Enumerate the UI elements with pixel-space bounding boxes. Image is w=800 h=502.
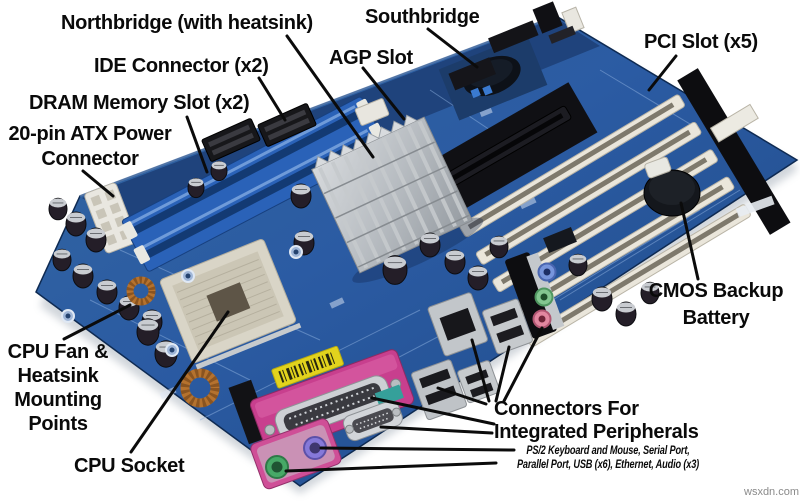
mounting-hole-center bbox=[169, 347, 175, 353]
bios-chip bbox=[543, 226, 577, 254]
leader-line-audio-jacks bbox=[502, 326, 544, 403]
audio-jacks bbox=[532, 262, 557, 329]
label-northbridge: Northbridge (with heatsink) bbox=[61, 12, 313, 34]
atx-power-connector bbox=[84, 182, 138, 254]
leader-line-usb-ports-right bbox=[494, 345, 511, 403]
usb-ports-right bbox=[482, 298, 533, 355]
leader-line-agp-slot bbox=[361, 66, 406, 121]
label-cpu-fan-line4: Points bbox=[28, 413, 88, 435]
leader-line-pci-slots bbox=[647, 54, 678, 92]
leader-line-southbridge-chip bbox=[426, 27, 479, 69]
label-connectors-line2: Integrated Peripherals bbox=[494, 421, 699, 443]
io-cluster bbox=[228, 252, 565, 490]
label-connectors-line1: Connectors For bbox=[494, 398, 639, 420]
label-atx-power-line1: 20-pin ATX Power bbox=[8, 123, 172, 145]
fan-header bbox=[354, 98, 390, 126]
label-periph-line1: PS/2 Keyboard and Mouse, Serial Port, bbox=[526, 445, 690, 457]
label-periph-line2: Parallel Port, USB (x6), Ethernet, Audio… bbox=[516, 458, 700, 471]
label-ide-connector: IDE Connector (x2) bbox=[94, 55, 269, 77]
label-cpu-socket: CPU Socket bbox=[74, 455, 185, 477]
label-integrated-peripherals: Connectors For Integrated Peripherals bbox=[494, 398, 699, 444]
label-southbridge: Southbridge bbox=[365, 6, 480, 28]
leader-line-parallel-port bbox=[370, 396, 496, 426]
leader-line-ide-connectors bbox=[257, 76, 287, 122]
leader-lines bbox=[62, 27, 700, 473]
label-atx-power: 20-pin ATX Power Connector bbox=[2, 122, 178, 172]
leader-line-northbridge-heatsink bbox=[285, 34, 375, 159]
label-pci-slot: PCI Slot (x5) bbox=[644, 31, 758, 53]
label-agp-slot: AGP Slot bbox=[329, 47, 413, 69]
mounting-hole-center bbox=[293, 249, 299, 255]
serial-port bbox=[342, 384, 404, 442]
top-pin-headers bbox=[448, 1, 585, 99]
watermark: wsxdn.com bbox=[744, 486, 800, 498]
leader-line-ethernet-port bbox=[470, 338, 491, 403]
label-cmos-line1: CMOS Backup bbox=[648, 280, 784, 302]
usb-ethernet-stack bbox=[411, 292, 533, 421]
capacitors bbox=[48, 160, 660, 368]
label-cmos-battery: CMOS Backup Battery bbox=[640, 278, 792, 332]
cpu-fan-mounting bbox=[61, 245, 303, 357]
dram-slots bbox=[121, 96, 388, 272]
label-cpu-fan-line3: Mounting bbox=[14, 389, 102, 411]
mounting-hole-center bbox=[185, 273, 191, 279]
cpu-socket bbox=[159, 239, 302, 370]
leader-line-ps2-green bbox=[284, 461, 498, 473]
label-cpu-fan-line2: Heatsink bbox=[17, 365, 99, 387]
label-cpu-fan-mounting: CPU Fan & Heatsink Mounting Points bbox=[2, 340, 114, 436]
label-dram-slot: DRAM Memory Slot (x2) bbox=[29, 92, 250, 114]
leader-line-cpu-fan-mounting bbox=[62, 303, 132, 341]
label-peripherals-detail: PS/2 Keyboard and Mouse, Serial Port, Pa… bbox=[496, 445, 720, 472]
ide-connectors bbox=[201, 103, 317, 162]
label-cmos-line2: Battery bbox=[682, 307, 750, 329]
parallel-port bbox=[249, 345, 415, 455]
mounting-hole-center bbox=[65, 313, 71, 319]
leader-line-atx-connector bbox=[81, 169, 115, 198]
board-sticker bbox=[735, 195, 775, 218]
leader-line-ps2-purple bbox=[319, 446, 516, 452]
leader-line-cpu-socket bbox=[129, 310, 230, 454]
leader-line-usb-ports-left bbox=[436, 386, 488, 406]
label-atx-power-line2: Connector bbox=[41, 148, 139, 170]
leader-line-serial-port bbox=[379, 425, 494, 435]
leader-line-dram-slots bbox=[185, 115, 209, 174]
coils bbox=[126, 276, 220, 408]
label-cpu-fan-line1: CPU Fan & bbox=[7, 341, 109, 363]
leader-line-cmos-battery bbox=[679, 201, 700, 281]
cmos-battery bbox=[643, 156, 701, 217]
